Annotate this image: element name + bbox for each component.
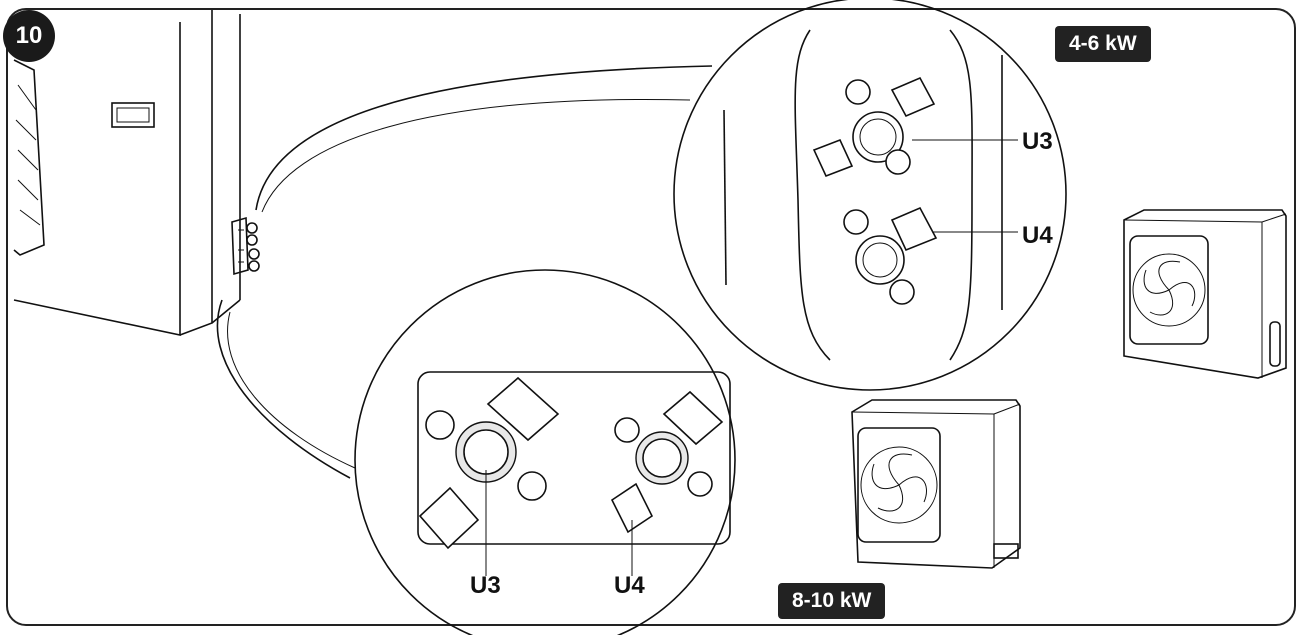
detail-circle-large-unit <box>354 269 736 635</box>
large-unit-u4-label: U4 <box>614 572 645 599</box>
callout-leaders <box>216 65 713 479</box>
small-unit-u4-label: U4 <box>1022 222 1053 249</box>
large-unit-u3-label: U3 <box>470 572 501 599</box>
indoor-unit <box>13 10 260 336</box>
outdoor-unit-large <box>851 399 1021 569</box>
step-number-badge: 10 <box>3 10 55 62</box>
outdoor-unit-small <box>1123 209 1287 379</box>
small-unit-u3-label: U3 <box>1022 128 1053 155</box>
detail-circle-small-unit <box>673 0 1067 391</box>
large-unit-capacity-tag: 8-10 kW <box>778 583 886 619</box>
figure-frame <box>6 8 1296 626</box>
small-unit-capacity-tag: 4-6 kW <box>1055 26 1151 62</box>
